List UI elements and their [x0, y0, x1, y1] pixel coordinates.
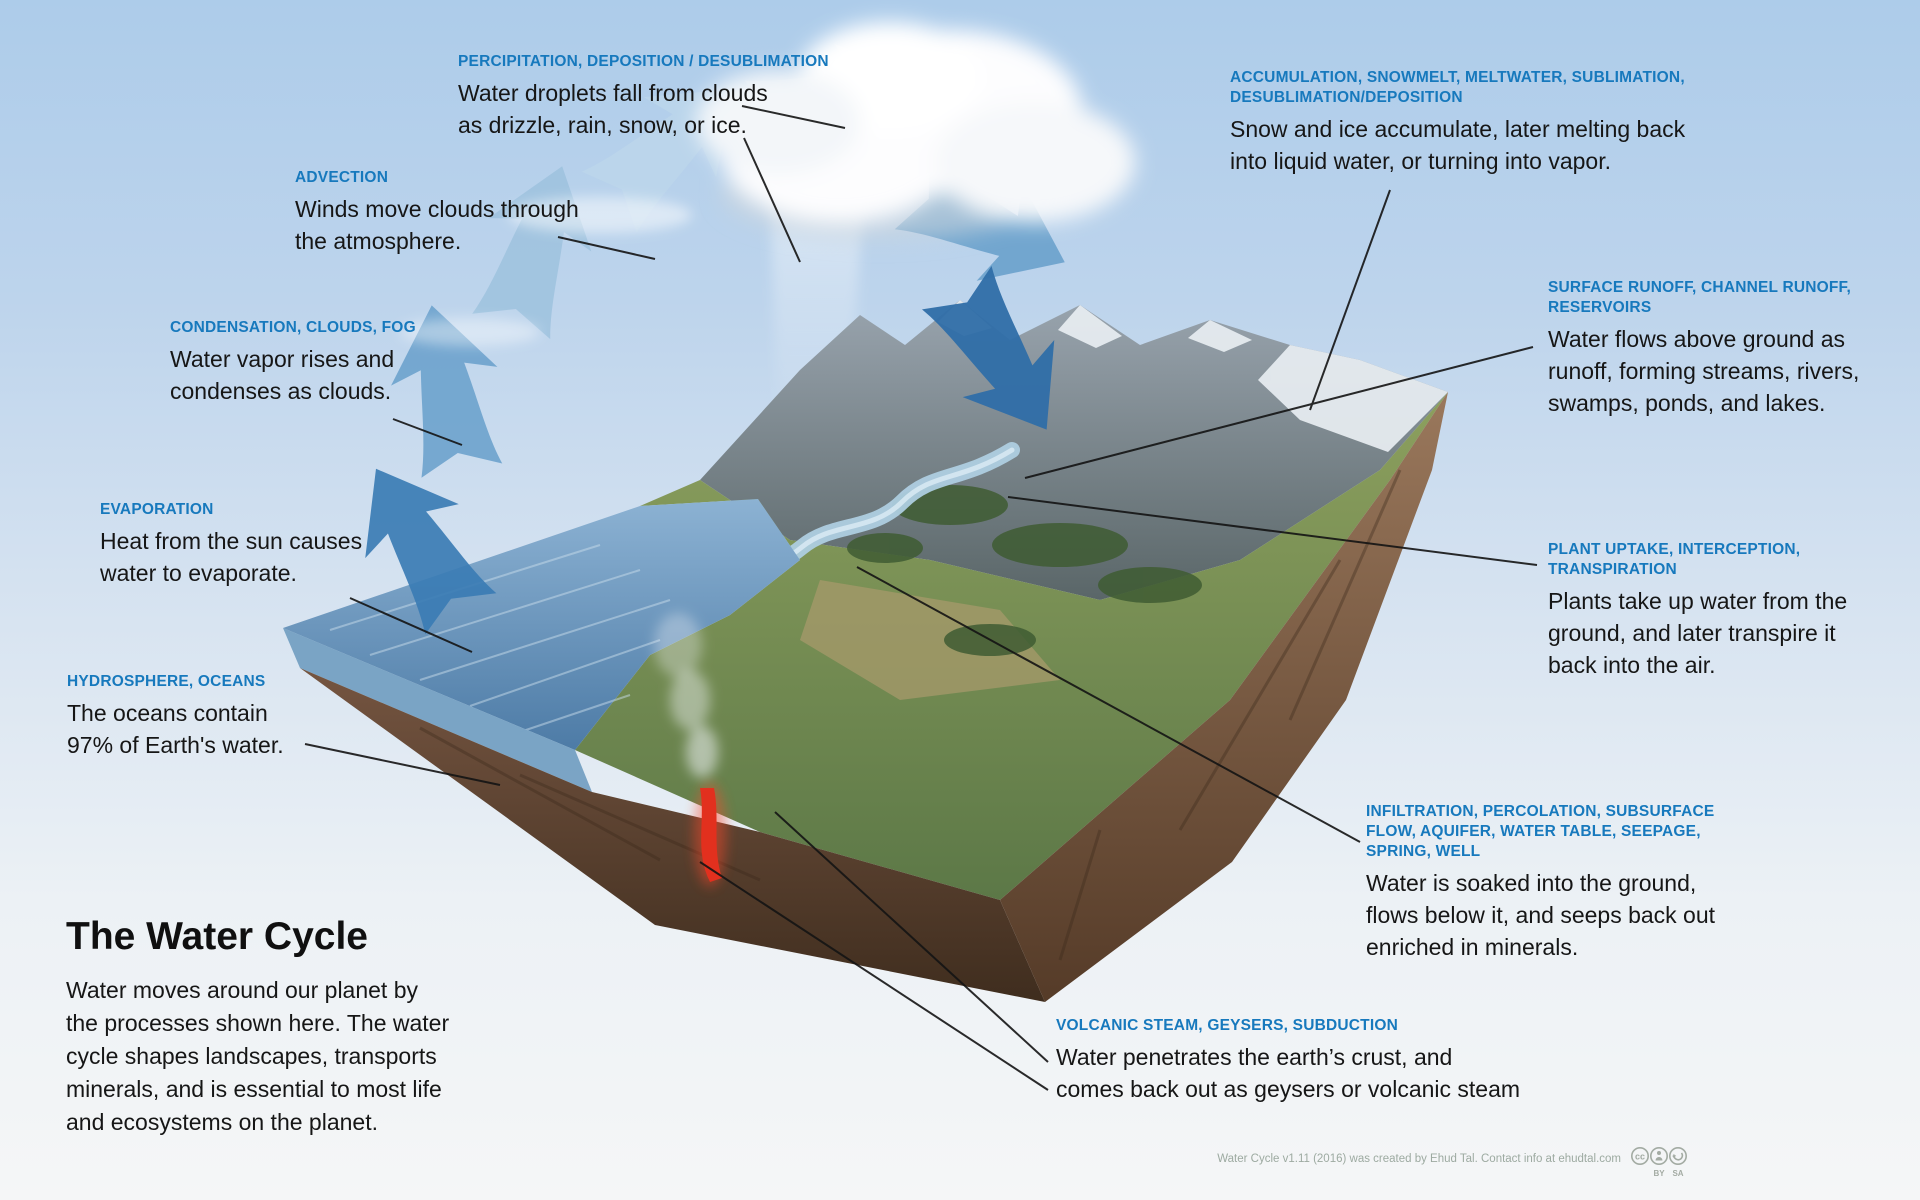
annotation-label: CONDENSATION, CLOUDS, FOG	[170, 319, 416, 336]
annotation-label: INFILTRATION, PERCOLATION, SUBSURFACE FL…	[1366, 803, 1715, 860]
annotation-text: Water flows above ground as runoff, form…	[1548, 326, 1860, 416]
title-block: The Water Cycle Water moves around our p…	[66, 916, 449, 1139]
by-label: BY	[1653, 1169, 1665, 1178]
annotation-plant-uptake: PLANT UPTAKE, INTERCEPTION, TRANSPIRATIO…	[1548, 540, 1847, 681]
annotation-text: Water droplets fall from clouds as drizz…	[458, 80, 768, 138]
annotation-text: Heat from the sun causes water to evapor…	[100, 528, 363, 586]
annotation-label: ACCUMULATION, SNOWMELT, MELTWATER, SUBLI…	[1230, 69, 1685, 106]
annotation-text: Water vapor rises and condenses as cloud…	[170, 346, 395, 404]
license-icons: cc BY SA	[1631, 1147, 1687, 1178]
leader-lines	[304, 105, 1538, 1091]
footer: Water Cycle v1.11 (2016) was created by …	[1150, 1146, 1690, 1180]
annotation-text: Water penetrates the earth’s crust, and …	[1056, 1044, 1521, 1102]
annotation-text: Plants take up water from the ground, an…	[1548, 588, 1848, 678]
terrain-block	[283, 300, 1448, 1002]
credit-text: Water Cycle v1.11 (2016) was created by …	[1217, 1153, 1621, 1165]
annotation-text: The oceans contain 97% of Earth's water.	[67, 700, 284, 758]
mountains	[700, 300, 1448, 600]
ocean-waves	[329, 544, 671, 733]
cloud-wisps	[400, 197, 692, 346]
annotation-label: PERCIPITATION, DEPOSITION / DESUBLIMATIO…	[458, 53, 829, 70]
annotation-surface-runoff: SURFACE RUNOFF, CHANNEL RUNOFF, RESERVOI…	[1548, 278, 1859, 419]
cc-icon	[1631, 1147, 1649, 1165]
ocean	[283, 499, 800, 750]
cliff-front	[300, 668, 1045, 1002]
annotation-advection: ADVECTION Winds move clouds through the …	[295, 168, 579, 257]
annotation-text: Snow and ice accumulate, later melting b…	[1230, 116, 1686, 174]
page-title: The Water Cycle	[66, 915, 368, 958]
ocean-side-face	[283, 628, 592, 792]
annotation-hydrosphere: HYDROSPHERE, OCEANS The oceans contain 9…	[67, 672, 284, 761]
cliff-right	[1000, 392, 1448, 1002]
sa-icon	[1668, 1147, 1687, 1165]
annotation-volcanic: VOLCANIC STEAM, GEYSERS, SUBDUCTION Wate…	[1056, 1016, 1520, 1105]
annotation-condensation: CONDENSATION, CLOUDS, FOG Water vapor ri…	[170, 318, 416, 407]
annotation-text: Winds move clouds through the atmosphere…	[295, 196, 579, 254]
annotation-infiltration: INFILTRATION, PERCOLATION, SUBSURFACE FL…	[1366, 802, 1715, 963]
lava	[694, 783, 726, 887]
annotation-precipitation: PERCIPITATION, DEPOSITION / DESUBLIMATIO…	[458, 52, 829, 141]
snow-caps	[938, 300, 1448, 452]
volcanic-steam	[654, 613, 718, 778]
annotation-text: Water is soaked into the ground, flows b…	[1366, 870, 1716, 960]
annotation-label: ADVECTION	[295, 169, 389, 186]
sa-label: SA	[1672, 1169, 1683, 1178]
annotation-label: HYDROSPHERE, OCEANS	[67, 673, 266, 690]
annotation-label: PLANT UPTAKE, INTERCEPTION, TRANSPIRATIO…	[1548, 541, 1801, 578]
annotation-label: SURFACE RUNOFF, CHANNEL RUNOFF, RESERVOI…	[1548, 279, 1852, 316]
field-patch	[800, 580, 1060, 700]
annotation-evaporation: EVAPORATION Heat from the sun causes wat…	[100, 500, 362, 589]
annotation-accumulation: ACCUMULATION, SNOWMELT, MELTWATER, SUBLI…	[1230, 68, 1685, 177]
annotation-label: EVAPORATION	[100, 501, 214, 518]
annotation-label: VOLCANIC STEAM, GEYSERS, SUBDUCTION	[1056, 1017, 1398, 1034]
cc-glyph: cc	[1635, 1152, 1645, 1162]
by-icon	[1649, 1147, 1668, 1165]
intro-paragraph: Water moves around our planet by the pro…	[66, 977, 450, 1135]
